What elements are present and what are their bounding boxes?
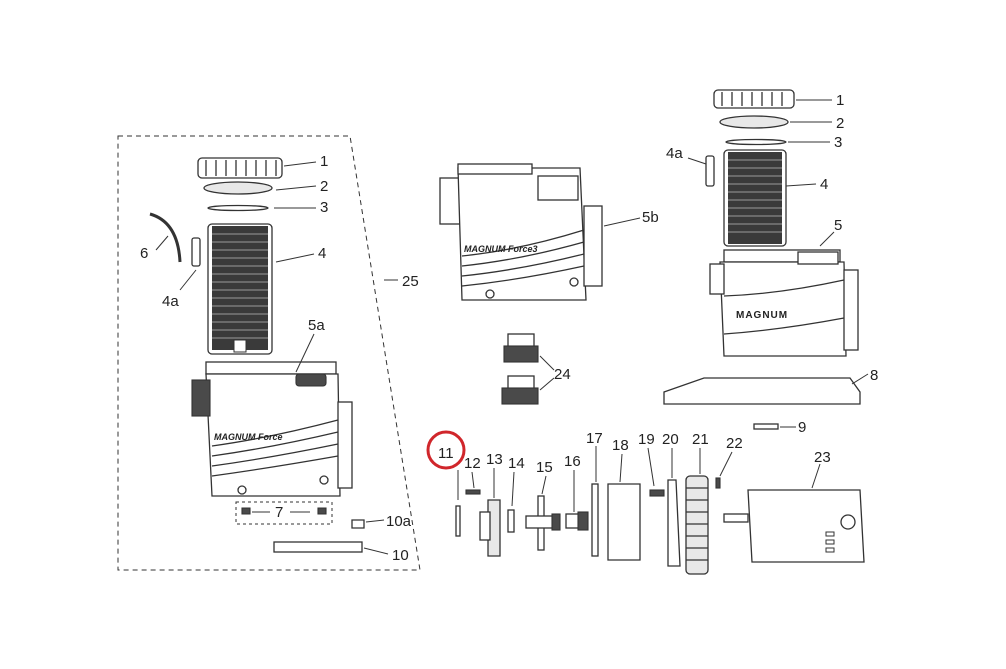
left-drain-plugs-part [235,501,333,525]
part-14-gasket [507,509,515,533]
middle-pump-housing-part: MAGNUM Force3 [439,163,603,301]
bottom-label-11: 11 [438,445,454,462]
right-oring-part [725,138,787,146]
bottom-label-17: 17 [586,430,603,447]
assembly-25-dashed-outline [117,135,421,571]
left-rail-part [273,541,363,553]
left-label-3: 3 [320,199,328,216]
right-pump-housing-part: MAGNUM [709,249,859,357]
left-label-2: 2 [320,178,328,195]
left-label-25: 25 [402,273,419,290]
left-label-4: 4 [318,245,326,262]
left-oring-part [207,204,269,212]
part-23-motor [723,489,865,563]
bottom-label-15: 15 [536,459,553,476]
part-13-hub [479,511,491,541]
bottom-label-21: 21 [692,431,709,448]
part-19-screw [649,489,665,497]
bottom-label-23: 23 [814,449,831,466]
left-label-4a: 4a [162,293,179,310]
union-fittings-part [501,333,539,405]
part-15-impeller [525,495,561,551]
middle-label-24: 24 [554,366,571,383]
left-handle-part [191,237,201,267]
part-21-ring [685,475,709,575]
left-lid-part [203,181,273,195]
right-handle-part [705,155,715,187]
bottom-label-14: 14 [508,455,525,472]
right-label-9: 9 [798,419,806,436]
part-18-diffuser [607,483,641,561]
left-lid-ring-part [197,157,283,179]
right-lid-part [719,115,789,129]
left-label-5a: 5a [308,317,325,334]
middle-brand-text: MAGNUM Force3 [464,244,538,254]
bottom-label-18: 18 [612,437,629,454]
right-label-3: 3 [834,134,842,151]
right-lid-ring-part [713,89,795,109]
bottom-label-20: 20 [662,431,679,448]
right-pin-part [753,423,779,430]
bottom-label-16: 16 [564,453,581,470]
part-22-screw [715,477,721,489]
left-label-6: 6 [140,245,148,262]
right-label-1: 1 [836,92,844,109]
bottom-label-19: 19 [638,431,655,448]
bottom-label-12: 12 [464,455,481,472]
right-brand-text: MAGNUM [736,310,788,321]
middle-label-5b: 5b [642,209,659,226]
right-label-4: 4 [820,176,828,193]
left-label-7: 7 [275,504,283,521]
part-11-oring [455,505,461,537]
part-20-plate [667,479,681,567]
bottom-label-13: 13 [486,451,503,468]
left-label-10a: 10a [386,513,412,530]
left-label-1: 1 [320,153,328,170]
right-label-5: 5 [834,217,842,234]
right-label-8: 8 [870,367,878,384]
bottom-label-22: 22 [726,435,743,452]
left-pump-housing-part: MAGNUM Force [191,361,353,497]
right-label-4a: 4a [666,145,683,162]
left-label-10: 10 [392,547,409,564]
part-16-seal [565,511,589,531]
part-17-gasket [591,483,599,557]
right-basket-part [723,149,787,247]
highlight-circle-11 [426,430,466,470]
left-curved-clip-part [149,212,182,263]
right-base-part [663,377,861,405]
left-basket-part [207,223,273,355]
left-key-part [351,519,365,529]
left-brand-text: MAGNUM Force [214,432,283,442]
part-12-screw [465,489,481,495]
right-label-2: 2 [836,115,844,132]
